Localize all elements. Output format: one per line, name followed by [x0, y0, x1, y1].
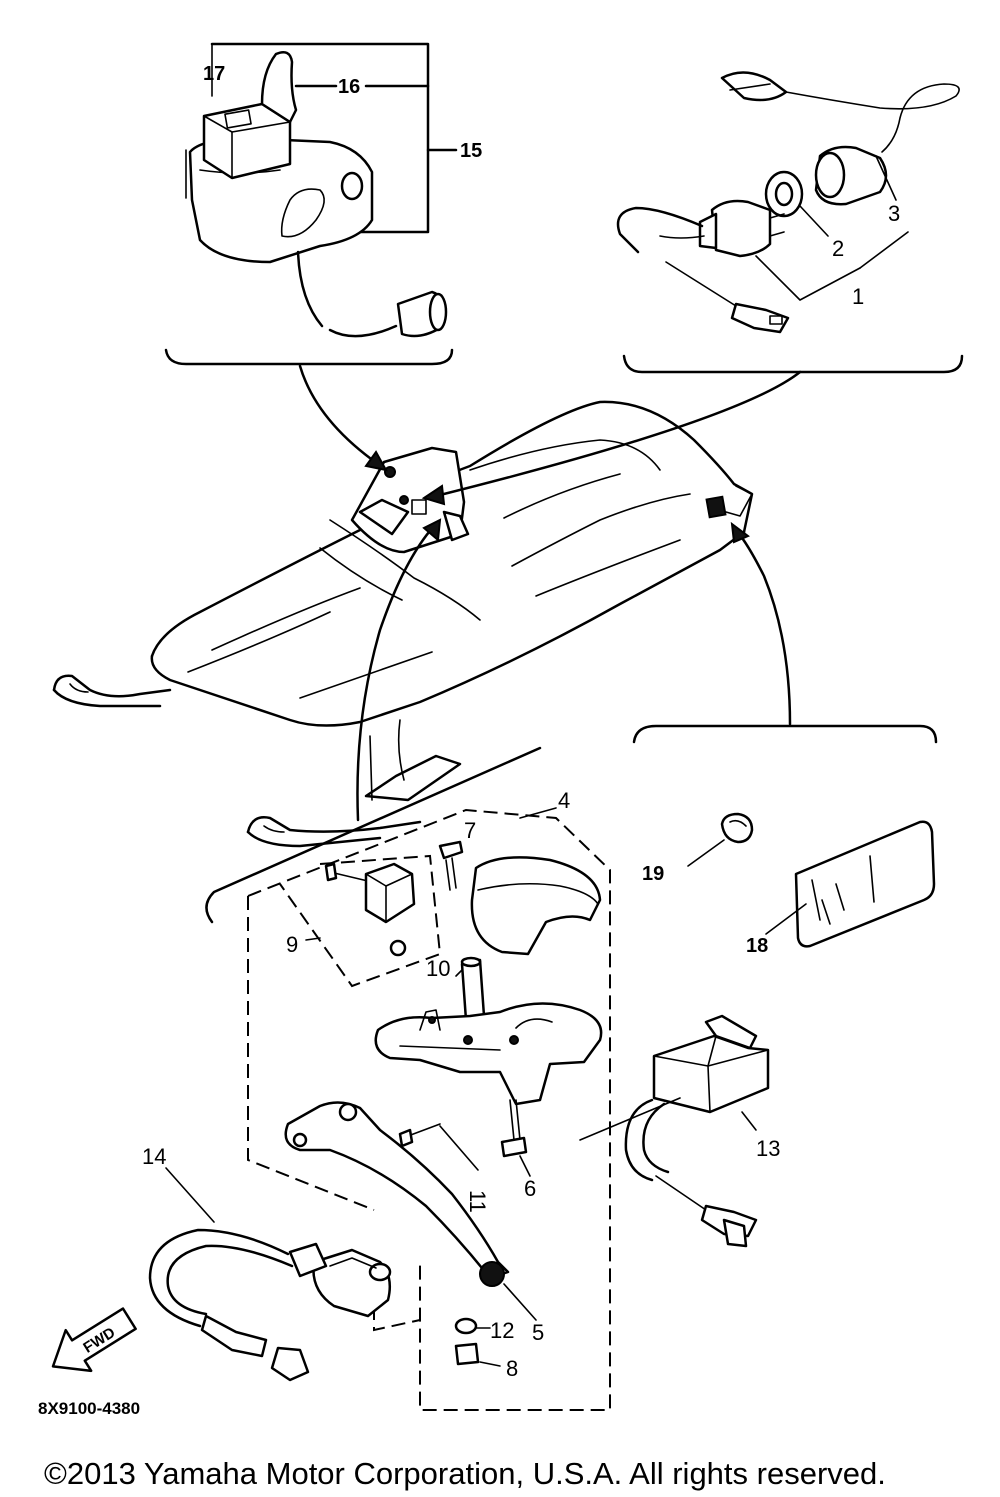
- callout-19: 19: [642, 863, 664, 885]
- throttle-lever-parts: [148, 840, 770, 1382]
- callout-1: 1: [852, 284, 864, 309]
- callout-10: 10: [426, 956, 450, 981]
- copyright-notice: ©2013 Yamaha Motor Corporation, U.S.A. A…: [44, 1456, 886, 1491]
- callout-14: 14: [142, 1144, 166, 1169]
- callout-11: 11: [465, 1190, 490, 1213]
- callout-15: 15: [460, 140, 482, 162]
- group-bracket-top-right: [622, 354, 964, 374]
- handle-switch-assembly: [185, 42, 448, 338]
- callout-18: 18: [746, 935, 768, 957]
- group-bracket-right: [632, 724, 938, 744]
- assembly-boundary-4: [247, 896, 375, 1211]
- group-bracket-lower: [205, 746, 542, 924]
- callout-4: 4: [558, 788, 570, 813]
- callout-3: 3: [888, 201, 900, 226]
- locator-arrows: [298, 364, 802, 822]
- callout-7: 7: [464, 818, 476, 843]
- diagram-code: 8X9100-4380: [38, 1399, 140, 1418]
- reflector-group: [720, 812, 936, 948]
- group-bracket-top-left: [164, 348, 454, 366]
- callout-9: 9: [286, 932, 298, 957]
- callout-17: 17: [203, 63, 225, 85]
- forward-arrow-icon: FWD: [51, 1307, 137, 1373]
- callout-6: 6: [524, 1176, 536, 1201]
- callout-13: 13: [756, 1136, 780, 1161]
- callout-5: 5: [532, 1320, 544, 1345]
- callout-16: 16: [338, 76, 360, 98]
- callout-12: 12: [490, 1318, 514, 1343]
- snowmobile-body: [52, 400, 754, 848]
- callout-2: 2: [832, 236, 844, 261]
- callout-8: 8: [506, 1356, 518, 1381]
- main-switch-assembly: [616, 71, 960, 334]
